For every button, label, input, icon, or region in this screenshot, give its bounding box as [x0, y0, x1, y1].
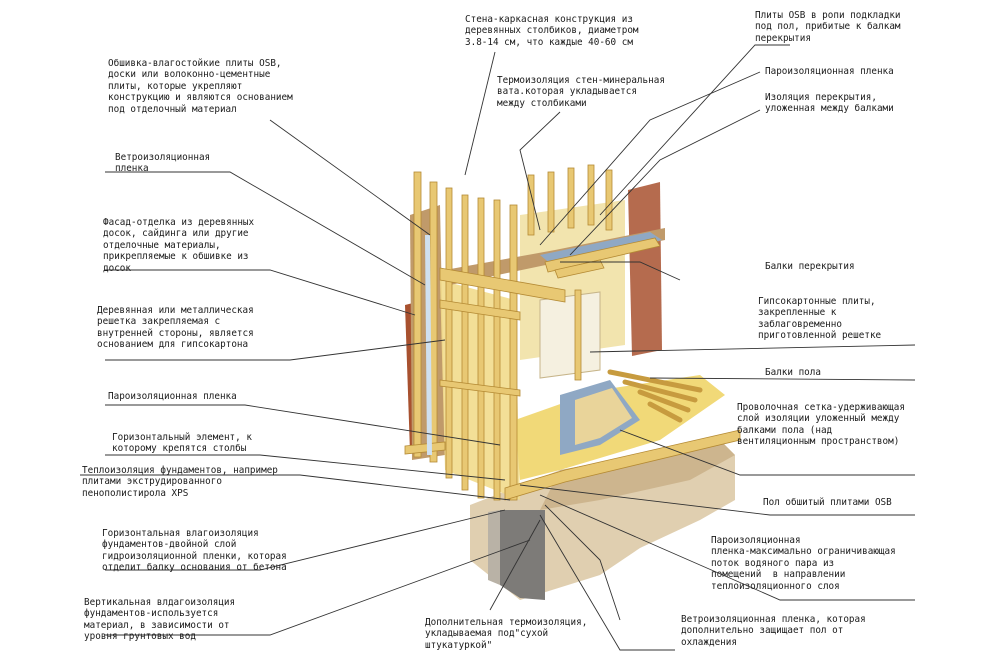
label-horizontal-element: Горизонтальный элемент, к которому крепя…: [112, 432, 252, 455]
label-top-frame: Стена-каркасная конструкция из деревянны…: [465, 14, 639, 48]
wind-film-edge: [425, 235, 432, 455]
label-mineral-wool: Термоизоляция стен-минеральная вата.кото…: [497, 75, 665, 109]
label-wire-mesh: Проволочная сетка-удерживающая слой изол…: [737, 402, 905, 448]
brick-facade-right: [628, 182, 662, 356]
label-extra-insulation: Дополнительная термоизоляция, укладываем…: [425, 617, 588, 651]
label-foundation-insulation: Теплоизоляция фундаментов, например плит…: [82, 465, 278, 499]
floor-cutaway-wool: [575, 388, 632, 445]
label-vapor-film-wall: Пароизоляционная пленка: [108, 391, 237, 402]
label-grid: Деревянная или металлическая решетка зак…: [97, 305, 254, 351]
leader-lines: [80, 44, 916, 651]
horizontal-plates: [404, 267, 741, 501]
foundation-xps: [488, 510, 500, 585]
ground-under-floor: [540, 440, 735, 510]
label-floor-beams: Балки пола: [765, 367, 821, 378]
floor-beams: [607, 369, 703, 423]
foundation-concrete: [500, 510, 545, 600]
label-vapor-film-top: Пароизоляционная пленка: [765, 66, 894, 77]
drywall-panel: [539, 291, 601, 379]
label-sheathing: Обшивка-влагостойкие плиты OSB, доски ил…: [108, 58, 293, 115]
label-osb-floor: Пол обшитый плитами OSB: [763, 497, 892, 508]
wall-studs: [413, 164, 613, 501]
label-vapor-film-floor: Пароизоляционная пленка-максимально огра…: [711, 535, 896, 592]
label-facade: Фасад-отделка из деревянных досок, сайди…: [103, 217, 255, 274]
label-vertical-waterproofing: Вертикальная влдагоизоляция фундаментов-…: [84, 597, 236, 643]
label-ceiling-insulation: Изоляция перекрытия, уложенная между бал…: [765, 92, 894, 115]
label-wind-film-floor: Ветроизоляционная пленка, которая дополн…: [681, 614, 866, 648]
label-osb-floor-top: Плиты OSB в ропи подкладки под пол, приб…: [755, 10, 901, 44]
label-drywall: Гипсокартонные плиты, закрепленные к заб…: [758, 296, 882, 342]
label-horizontal-waterproofing: Горизонтальная влагоизоляция фундаментов…: [102, 528, 287, 574]
label-wind-film: Ветроизоляционная пленка: [115, 152, 211, 175]
ceiling-joists: [544, 237, 661, 279]
label-ceiling-beams: Балки перекрытия: [765, 261, 855, 272]
